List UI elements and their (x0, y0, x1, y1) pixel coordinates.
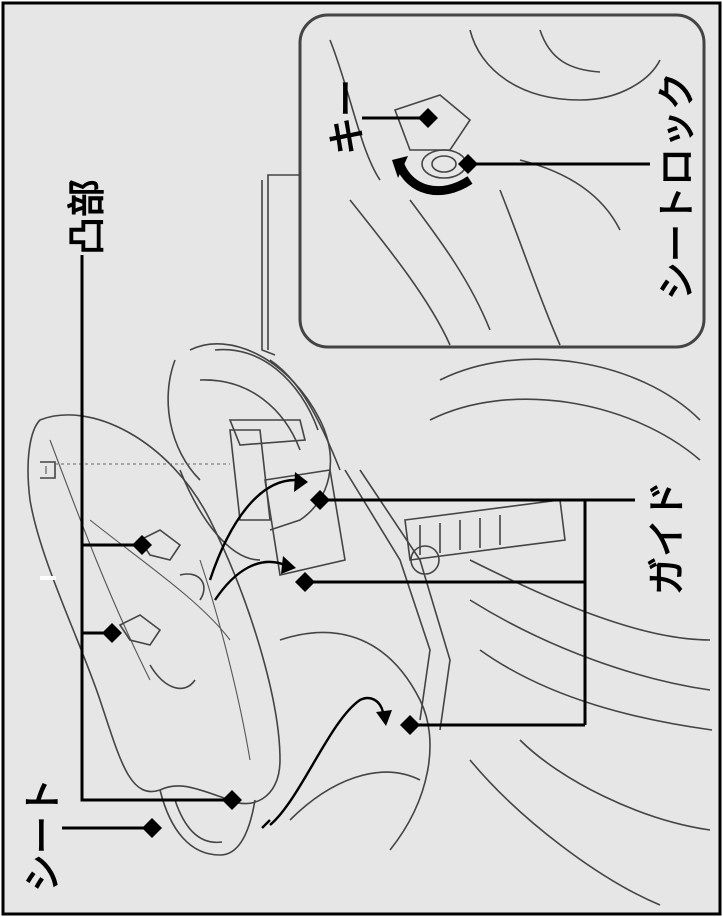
seat-illustration (27, 414, 281, 856)
marker-key (418, 108, 438, 128)
seat-lock-inset (298, 13, 706, 349)
inset-connector-line (267, 174, 300, 350)
seat-motion-arrows (208, 472, 392, 829)
label-seat: シート (21, 778, 65, 892)
callout-markers (102, 108, 478, 838)
marker-seat (142, 818, 162, 838)
callout-lines (62, 116, 650, 830)
marker-protrusion-2 (102, 623, 122, 643)
label-seat-lock: シートロック (655, 72, 699, 300)
marker-guide-1 (310, 490, 330, 510)
label-protrusion: 凸部 (65, 179, 109, 255)
marker-guide-3 (400, 715, 420, 735)
label-guide: ガイド (645, 481, 689, 595)
label-key: キー (325, 79, 369, 155)
marker-seat-lock (458, 154, 478, 174)
marker-protrusion-3 (222, 790, 242, 810)
marker-protrusion-1 (132, 535, 152, 555)
marker-guide-2 (295, 572, 315, 592)
